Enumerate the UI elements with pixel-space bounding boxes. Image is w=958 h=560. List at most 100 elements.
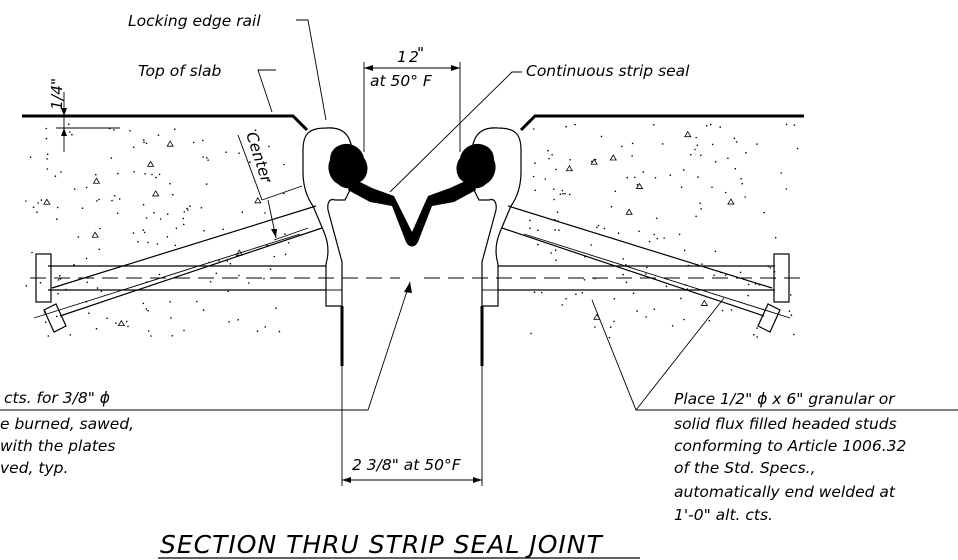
stipple-dot: [690, 153, 692, 156]
stipple-dot: [99, 227, 101, 230]
stipple-dot: [719, 126, 721, 128]
stipple-dot: [590, 244, 592, 246]
stipple-dot: [113, 129, 115, 131]
stipple-dot: [278, 330, 281, 333]
stipple-dot: [98, 198, 100, 201]
stipple-dot: [47, 335, 50, 337]
stipple-dot: [555, 259, 557, 262]
stipple-dot: [533, 128, 535, 130]
stipple-dot: [581, 292, 584, 294]
stipple-dot: [744, 196, 746, 198]
stipple-dot: [699, 202, 701, 205]
stipple-aggregate: [117, 319, 126, 327]
stipple-dot: [40, 199, 43, 201]
stipple-aggregate: [151, 190, 160, 197]
stipple-aggregate: [609, 154, 617, 161]
stipple-dot: [769, 267, 772, 269]
stipple-aggregate: [635, 182, 644, 189]
anchor-left-axis: [33, 233, 301, 319]
stipple-dot: [205, 183, 208, 185]
stipple-dot: [206, 157, 208, 159]
stipple-dot: [537, 243, 539, 246]
stipple-dot: [284, 253, 287, 256]
stipple-dot: [133, 171, 135, 173]
stipple-dot: [614, 190, 617, 193]
stipple-aggregate: [146, 160, 155, 167]
stipple-dot: [106, 317, 108, 320]
center-ext-2: [273, 227, 309, 241]
stipple-dot: [68, 123, 70, 125]
stipple-dot: [252, 154, 255, 156]
stipple-dot: [610, 205, 613, 208]
stipple-dot: [182, 217, 185, 220]
stipple-dot: [275, 307, 277, 309]
stipple-dot: [714, 161, 717, 163]
stipple-dot: [645, 316, 647, 318]
stipple-dot: [129, 130, 131, 132]
left-note-line-3: with the plates: [0, 437, 116, 455]
stipple-dot: [153, 211, 155, 214]
anchor-right-head: [757, 303, 781, 333]
stipple-dot: [665, 285, 668, 288]
stipple-dot: [697, 176, 699, 178]
stipple-dot: [556, 211, 559, 214]
stipple-dot: [229, 262, 232, 265]
seal-bulb-left: [328, 143, 368, 189]
stipple-dot: [747, 283, 750, 286]
stipple-dot: [158, 273, 161, 276]
quarter-arrow-bottom: [61, 128, 67, 136]
stipple-dot: [653, 124, 655, 126]
stipple-dot: [25, 200, 27, 202]
stipple-dot: [174, 244, 177, 247]
stipple-dot: [44, 321, 47, 324]
stipple-dot: [714, 250, 717, 253]
right-note-line-1: Place 1/2" ϕ x 6" granular or: [674, 390, 896, 408]
stipple-dot: [608, 336, 611, 339]
stipple-dot: [700, 208, 702, 210]
anchor-right-bottom: [501, 227, 765, 317]
stipple-dot: [159, 218, 162, 220]
stipple-dot: [725, 274, 727, 276]
stipple-dot: [695, 136, 697, 139]
stipple-dot: [142, 302, 145, 305]
stipple-dot: [763, 211, 765, 214]
stipple-dot: [32, 206, 35, 208]
stipple-aggregate: [684, 130, 692, 138]
stipple-dot: [203, 230, 205, 232]
stipple-dot: [158, 173, 161, 176]
stipple-dot: [756, 336, 758, 338]
stipple-dot: [145, 142, 148, 145]
stipple-dot: [613, 320, 615, 323]
left-note-line-2: e burned, sawed,: [0, 415, 134, 433]
stipple-dot: [622, 273, 624, 276]
stipple-dot: [283, 163, 285, 166]
stipple-dot: [550, 252, 552, 254]
stipple-dot: [69, 334, 72, 336]
seal-bulb-right: [456, 143, 496, 189]
stipple-aggregate: [590, 158, 598, 165]
stipple-dot: [756, 327, 758, 329]
stipple-dot: [143, 139, 145, 141]
stipple-dot: [247, 282, 250, 284]
stipple-dot: [537, 229, 539, 232]
stipple-dot: [708, 319, 711, 322]
stipple-dot: [709, 123, 712, 126]
stipple-dot: [86, 281, 89, 284]
stipple-dot: [196, 300, 198, 303]
stipple-dot: [71, 133, 73, 136]
stipple-dot: [661, 143, 664, 145]
stipple-dot: [730, 309, 733, 311]
label-locking-edge-rail: Locking edge rail: [128, 12, 261, 30]
stipple-dot: [202, 139, 204, 142]
stipple-dot: [39, 281, 42, 284]
stipple-dot: [25, 285, 28, 287]
left-note-line-1: cts. for 3/8" ϕ: [4, 389, 110, 407]
stipple-dot: [793, 333, 795, 336]
stipple-dot: [126, 320, 128, 323]
stipple-dot: [547, 149, 549, 152]
stipple-dot: [656, 237, 659, 240]
stipple-dot: [118, 198, 121, 200]
stipple-dot: [142, 229, 144, 231]
stipple-dot: [551, 154, 553, 156]
